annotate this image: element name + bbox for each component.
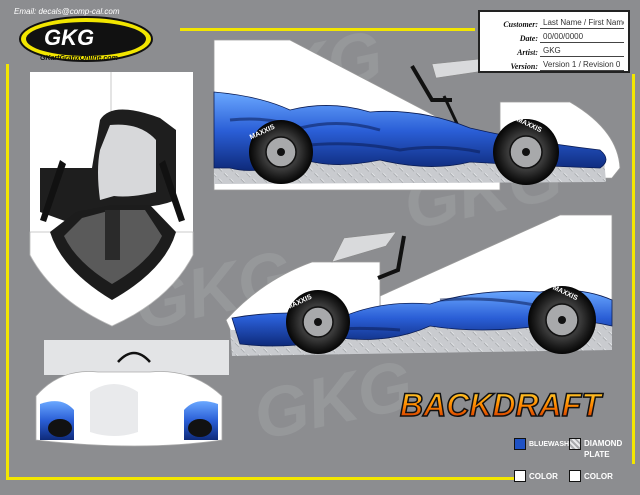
logo-url: GKartGrafixOnline.com xyxy=(40,55,118,62)
bluewash-swatch xyxy=(514,438,526,450)
legend-color-2: COLOR xyxy=(569,470,613,482)
date-value: 00/00/0000 xyxy=(540,31,624,43)
diamond-plate-label: DIAMOND PLATE xyxy=(584,438,622,460)
customer-label: Customer: xyxy=(503,20,538,29)
kart-top-view xyxy=(29,72,194,327)
color-2-swatch xyxy=(569,470,581,482)
date-label: Date: xyxy=(519,34,538,43)
order-info-box: Customer: Last Name / First Name Date: 0… xyxy=(478,10,630,73)
color-1-swatch xyxy=(514,470,526,482)
svg-text:GKG: GKG xyxy=(247,345,419,454)
color-2-label: COLOR xyxy=(584,471,613,481)
gkg-logo: GKG GKartGrafixOnline.com xyxy=(19,16,153,62)
diamond-plate-label-line1: DIAMOND xyxy=(584,439,623,448)
version-row: Version: Version 1 / Revision 0 xyxy=(484,57,624,71)
artist-value: GKG xyxy=(540,45,624,57)
kart-side-view-right xyxy=(213,39,621,191)
version-label: Version: xyxy=(510,62,538,71)
customer-row: Customer: Last Name / First Name xyxy=(484,15,624,29)
legend-bluewash: BLUEWASH xyxy=(514,438,569,450)
diamond-plate-swatch xyxy=(569,438,581,450)
date-row: Date: 00/00/0000 xyxy=(484,29,624,43)
version-value: Version 1 / Revision 0 xyxy=(540,59,624,71)
diamond-plate-label-line2: PLATE xyxy=(584,450,610,459)
color-1-label: COLOR xyxy=(529,471,558,481)
artist-label: Artist: xyxy=(517,48,538,57)
kart-front-view xyxy=(35,340,229,447)
legend-diamond-plate: DIAMOND PLATE xyxy=(569,438,622,460)
legend-color-1: COLOR xyxy=(514,470,558,482)
yellow-frame xyxy=(6,28,635,480)
customer-value: Last Name / First Name xyxy=(540,17,624,29)
artist-row: Artist: GKG xyxy=(484,43,624,57)
kart-side-view-left xyxy=(225,214,613,356)
bluewash-label: BLUEWASH xyxy=(529,440,570,448)
email-text: Email: decals@comp-cal.com xyxy=(14,7,120,16)
brand-logo-text: BACKDRAFT xyxy=(400,387,603,423)
logo-text: GKG xyxy=(44,25,94,50)
backdraft-logo: BACKDRAFT xyxy=(399,386,604,424)
